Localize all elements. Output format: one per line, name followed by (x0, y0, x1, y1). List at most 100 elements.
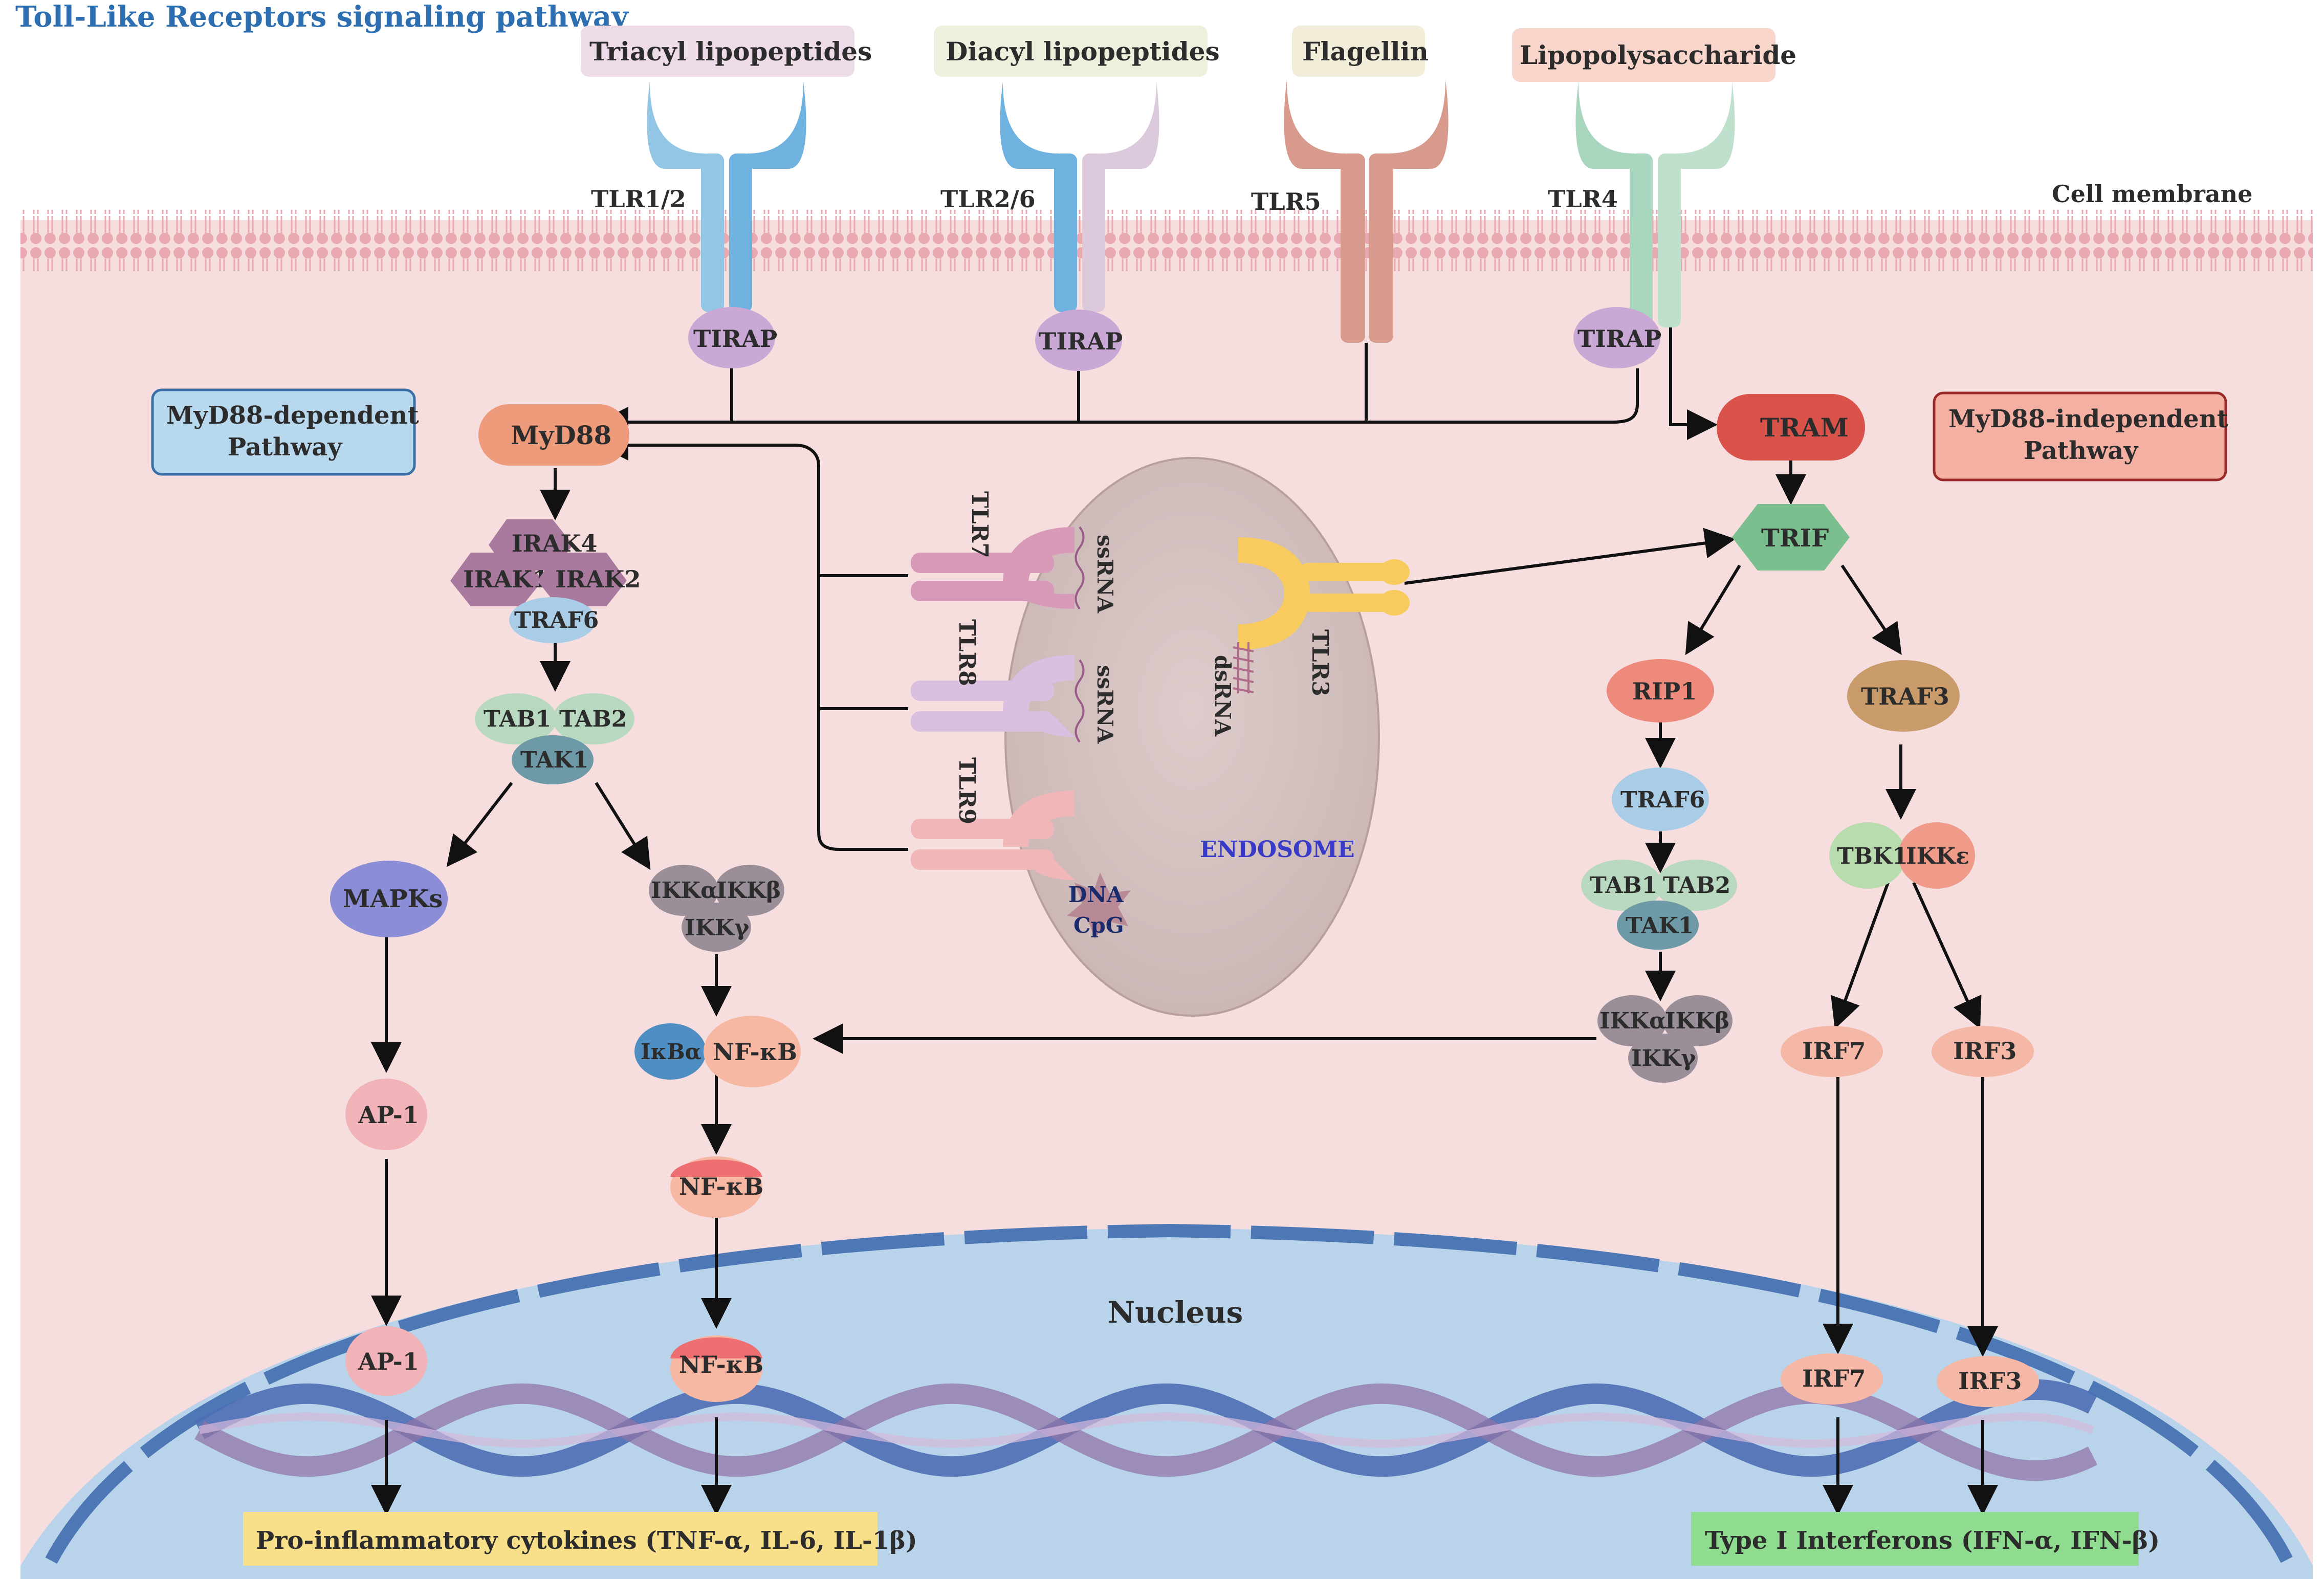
svg-text:Lipopolysaccharide: Lipopolysaccharide (1520, 40, 1796, 70)
irf7-node: IRF7 (1781, 1026, 1883, 1077)
svg-text:Type I Interferons (IFN-α, IFN: Type I Interferons (IFN-α, IFN-β) (1705, 1526, 2160, 1555)
tirap-2: TIRAP (1035, 310, 1123, 371)
cytokines-output: Pro-inflammatory cytokines (TNF-α, IL-6,… (243, 1512, 917, 1566)
svg-text:Triacyl lipopeptides: Triacyl lipopeptides (589, 36, 872, 67)
ap1-node: AP-1 (345, 1079, 427, 1150)
svg-text:IKKγ: IKKγ (685, 915, 750, 941)
svg-text:TBK1: TBK1 (1837, 843, 1908, 869)
nfkb-nuclear-node: NF-κB (670, 1335, 763, 1402)
traf3-node: TRAF3 (1847, 660, 1960, 732)
svg-text:IRF3: IRF3 (1953, 1037, 2016, 1065)
irf3-node: IRF3 (1932, 1026, 2034, 1077)
svg-text:ssRNA: ssRNA (1092, 535, 1117, 614)
myd88-independent-box: MyD88-independent Pathway (1933, 391, 2228, 481)
tlr26-receptor: TLR2/6 (940, 82, 1159, 312)
svg-text:TAB1: TAB1 (1590, 872, 1657, 898)
svg-text:AP-1: AP-1 (358, 1348, 419, 1375)
trif-node: TRIF (1732, 504, 1850, 571)
myd88-dependent-box: MyD88-dependent Pathway (151, 388, 419, 476)
svg-text:MyD88: MyD88 (511, 420, 611, 450)
nucleus-label: Nucleus (1108, 1295, 1243, 1330)
svg-text:TAB2: TAB2 (559, 706, 627, 732)
svg-text:DNA: DNA (1068, 882, 1124, 907)
svg-text:TAK1: TAK1 (520, 747, 588, 773)
svg-text:TRAF3: TRAF3 (1861, 683, 1949, 710)
traf6-node-right: TRAF6 (1612, 767, 1709, 831)
svg-text:TLR8: TLR8 (954, 619, 980, 686)
ikk-complex-left: IKKα IKKβ IKKγ (649, 865, 784, 952)
svg-text:TLR3: TLR3 (1307, 629, 1333, 696)
ligand-lps: Lipopolysaccharide (1512, 28, 1796, 82)
svg-text:TRAF6: TRAF6 (1620, 787, 1705, 813)
svg-text:IRAK2: IRAK2 (555, 565, 641, 593)
svg-text:Diacyl lipopeptides: Diacyl lipopeptides (946, 36, 1220, 67)
svg-text:ssRNA: ssRNA (1092, 665, 1117, 744)
svg-text:IRF3: IRF3 (1958, 1367, 2022, 1395)
tlr5-receptor: TLR5 (1251, 79, 1449, 343)
ligand-flagellin: Flagellin (1292, 26, 1429, 77)
svg-text:Flagellin: Flagellin (1302, 36, 1429, 67)
svg-text:TLR4: TLR4 (1548, 185, 1618, 213)
ligand-diacyl: Diacyl lipopeptides (934, 26, 1220, 77)
tbk1-ikke-complex: TBK1 IKKε (1829, 822, 1975, 889)
svg-text:MyD88-dependent: MyD88-dependent (166, 401, 419, 430)
svg-text:IκBα: IκBα (641, 1039, 701, 1064)
tlr3-receptor: TLR3 dsRNA (1210, 537, 1410, 737)
svg-text:TAK1: TAK1 (1626, 913, 1694, 939)
svg-text:NF-κB: NF-κB (679, 1173, 763, 1200)
rip1-node: RIP1 (1607, 659, 1714, 722)
tab-tak-complex-right: TAB1 TAB2 TAK1 (1581, 860, 1737, 950)
svg-text:TRIF: TRIF (1761, 524, 1829, 553)
svg-text:RIP1: RIP1 (1632, 677, 1697, 705)
svg-text:IRAK1: IRAK1 (463, 565, 549, 593)
myd88-node: MyD88 (478, 404, 629, 466)
svg-text:TLR9: TLR9 (954, 757, 980, 824)
svg-text:Pro-inflammatory cytokines (TN: Pro-inflammatory cytokines (TNF-α, IL-6,… (256, 1526, 917, 1555)
tlr7-receptor: TLR7 ssRNA (911, 491, 1117, 614)
diagram-title: Toll-Like Receptors signaling pathway (15, 0, 629, 34)
ikba-nfkb-complex: IκBα NF-κB (634, 1016, 801, 1087)
cell-membrane-label: Cell membrane (2052, 180, 2252, 208)
svg-text:TAB1: TAB1 (484, 706, 551, 732)
svg-text:MAPKs: MAPKs (343, 885, 443, 913)
svg-text:TIRAP: TIRAP (693, 325, 777, 353)
svg-text:CpG: CpG (1073, 913, 1124, 938)
svg-text:IKKβ: IKKβ (1665, 1008, 1729, 1034)
tlr9-receptor: TLR9 DNA CpG (911, 757, 1131, 939)
svg-text:TLR1/2: TLR1/2 (591, 185, 686, 213)
tlr8-receptor: TLR8 ssRNA (911, 619, 1117, 744)
ligand-triacyl: Triacyl lipopeptides (581, 26, 872, 77)
svg-text:TRAF6: TRAF6 (514, 607, 599, 633)
svg-text:Pathway: Pathway (2024, 436, 2139, 465)
tirap-4: TIRAP (1573, 307, 1661, 368)
svg-text:NF-κB: NF-κB (679, 1351, 763, 1378)
connectors (371, 327, 1998, 1516)
svg-text:IKKα: IKKα (651, 878, 718, 904)
ikk-complex-right: IKKα IKKβ IKKγ (1597, 995, 1733, 1083)
mapks-node: MAPKs (330, 861, 448, 937)
tlr12-receptor: TLR1/2 (591, 82, 806, 312)
svg-text:IKKα: IKKα (1599, 1008, 1667, 1034)
svg-text:IKKε: IKKε (1906, 843, 1969, 869)
svg-text:MyD88-independent: MyD88-independent (1948, 405, 2228, 433)
svg-text:TIRAP: TIRAP (1577, 325, 1661, 353)
irf3-nuclear-node: IRF3 (1937, 1356, 2039, 1407)
svg-text:IKKγ: IKKγ (1631, 1045, 1696, 1071)
svg-text:TLR5: TLR5 (1251, 188, 1321, 215)
nfkb-active-node: NF-κB (670, 1156, 763, 1218)
interferons-output: Type I Interferons (IFN-α, IFN-β) (1691, 1512, 2160, 1566)
irf7-nuclear-node: IRF7 (1781, 1353, 1883, 1405)
svg-text:TLR2/6: TLR2/6 (940, 185, 1036, 213)
ap1-nuclear-node: AP-1 (345, 1326, 427, 1396)
cpg-star (1067, 872, 1131, 939)
svg-text:NF-κB: NF-κB (713, 1038, 797, 1066)
svg-text:Pathway: Pathway (228, 433, 343, 462)
svg-text:TAB2: TAB2 (1663, 872, 1730, 898)
svg-text:IKKβ: IKKβ (716, 878, 781, 904)
svg-text:TLR7: TLR7 (967, 491, 993, 558)
irak-complex: IRAK4 IRAK1 IRAK2 TRAF6 (450, 519, 641, 643)
svg-text:TRAM: TRAM (1760, 412, 1849, 443)
tram-node: TRAM (1717, 394, 1865, 460)
endosome-label: ENDOSOME (1200, 837, 1355, 863)
